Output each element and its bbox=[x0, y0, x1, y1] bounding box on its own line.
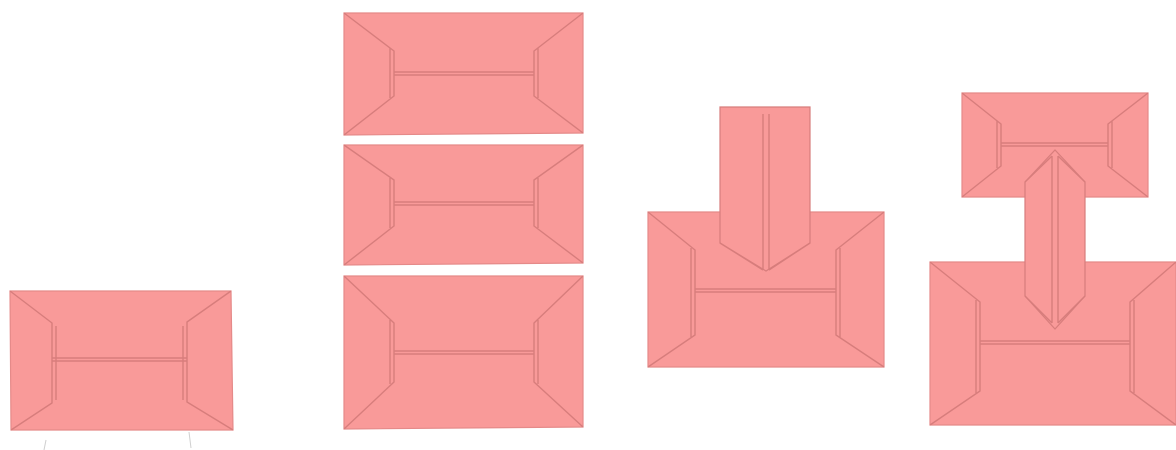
single-roof bbox=[10, 291, 233, 450]
t-shape-stem-roof bbox=[720, 107, 810, 271]
stacked-roof-bottom bbox=[344, 276, 583, 429]
i-shape-roof bbox=[930, 93, 1176, 425]
i-shape-stem-roof bbox=[1025, 150, 1085, 329]
stacked-roof-top bbox=[344, 13, 583, 135]
t-shape-roof bbox=[648, 107, 884, 367]
stacked-roof-middle bbox=[344, 145, 583, 265]
stacked-roofs bbox=[344, 13, 583, 429]
